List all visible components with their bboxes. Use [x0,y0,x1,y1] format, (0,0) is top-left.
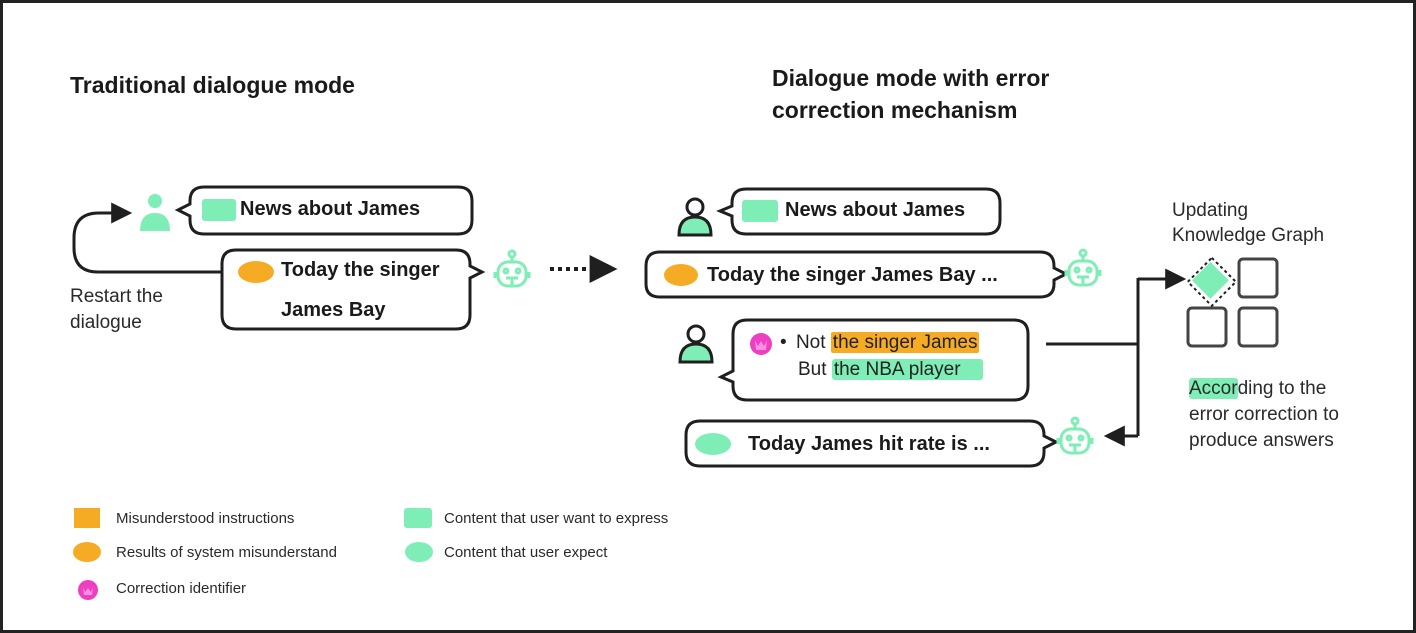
user-bubble-right [716,187,1002,236]
kg-title-line1: Updating [1172,200,1249,221]
left-panel-title: Traditional dialogue mode [70,72,355,98]
kg-note-line2: error correction to [1189,404,1339,425]
kg-note-line1: According to the [1189,376,1326,401]
right-panel-title-line2: correction mechanism [772,97,1018,123]
express-chip-left [202,199,236,221]
legend-swatch-results [73,542,101,562]
right-user-message: News about James [785,199,966,221]
legend-label-correction: Correction identifier [116,580,247,597]
correction-but-prefix: But [798,359,827,380]
kg-node-4 [1237,306,1279,348]
user-bubble-left [174,185,474,236]
legend-swatch-correction [78,580,98,600]
right-panel-title-line1: Dialogue mode with error [772,65,1050,91]
misunderstood-highlight: the singer James [830,332,980,353]
robot-icon-left [493,249,531,288]
kg-node-2 [1237,257,1279,299]
robot-icon-right-1 [1064,248,1102,287]
legend-label-misunderstood: Misunderstood instructions [116,510,295,527]
kg-note-highlight: Accor [1189,378,1238,399]
legend-swatch-misunderstood [74,508,100,528]
express-chip-right [742,200,778,222]
user-icon-left [140,194,170,231]
kg-note-line3: produce answers [1189,430,1334,451]
correction-bullet: • [780,332,787,353]
legend-label-results: Results of system misunderstand [116,544,337,561]
final-reply-bubble [684,419,1060,468]
right-bot-reply: Today the singer James Bay ... [707,264,998,286]
final-reply: Today James hit rate is ... [748,433,990,455]
kg-updated-node [1186,256,1238,308]
restart-label-line1: Restart the [70,286,163,307]
left-bot-reply-line2: James Bay [281,299,386,321]
legend-label-expect: Content that user expect [444,544,608,561]
misunderstand-ellipse-left [238,261,274,283]
legend-swatch-expect [405,542,433,562]
left-user-message: News about James [240,198,421,220]
bot-bubble-left [220,248,486,331]
kg-note-rest: ding to the [1237,378,1327,399]
user-icon-right-2 [678,324,714,364]
left-bot-reply-line1: Today the singer [281,259,440,281]
kg-title-line2: Knowledge Graph [1172,225,1325,246]
legend-label-express: Content that user want to express [444,510,669,527]
user-icon-right-1 [677,197,713,237]
correction-line1: • Not the singer James [780,332,980,354]
robot-icon-right-2 [1056,416,1094,455]
expressed-highlight: the NBA player [831,359,983,380]
bot-bubble-right [644,250,1070,299]
correction-not-prefix: Not [795,332,826,353]
kg-node-3 [1186,306,1228,348]
legend-swatch-express [404,508,432,528]
correction-identifier-icon [750,333,772,355]
restart-label-line2: dialogue [70,312,142,333]
expect-ellipse-right [695,433,731,455]
correction-line2: But the NBA player [798,359,983,381]
restart-arrow [72,202,222,274]
misunderstand-ellipse-right [664,264,698,286]
